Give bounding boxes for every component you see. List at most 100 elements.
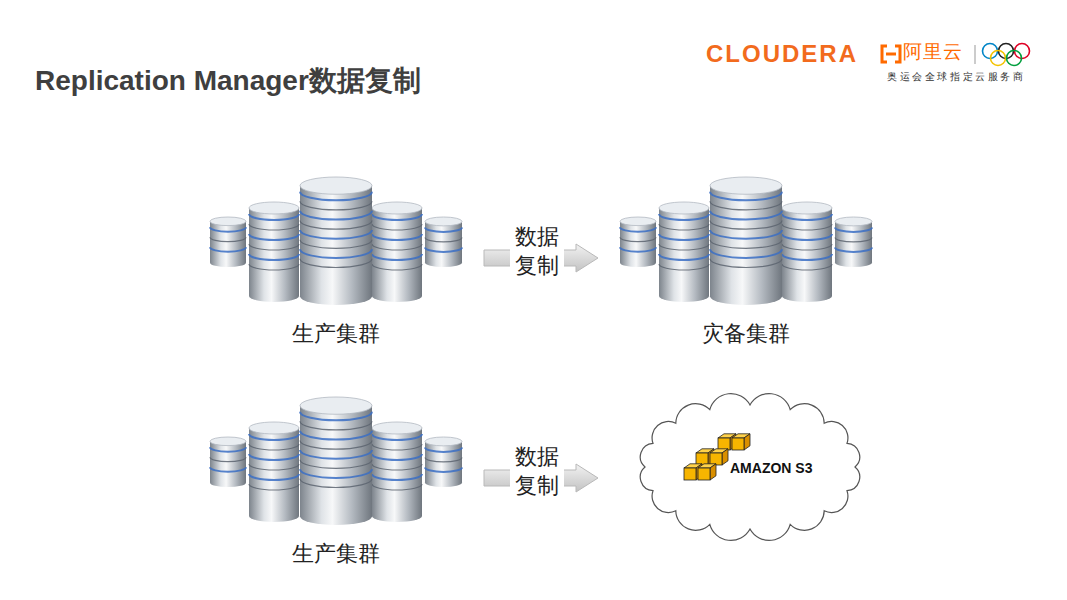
cylinder-stripe [300, 431, 372, 440]
cylinder-stripe [659, 244, 709, 250]
slide-title: Replication Manager数据复制 [35, 64, 421, 98]
server-cylinder [372, 202, 422, 302]
server-cylinder [620, 217, 656, 267]
cylinder-stripe [372, 434, 422, 440]
cylinder-stripe [620, 227, 656, 231]
cylinder-body [300, 186, 372, 297]
cylinder-stripe [710, 249, 782, 258]
cylinder-stripe [249, 224, 299, 230]
cylinder-stripe [249, 434, 299, 440]
cylinder-stripe [300, 259, 372, 268]
cylinder-stripe [249, 264, 299, 270]
cylinder-top [620, 217, 656, 226]
cylinder-body [782, 208, 832, 296]
tagline: 奥运会全球指定云服务商 [887, 71, 1026, 83]
cylinder-stripe [372, 214, 422, 220]
cylinder-body [710, 186, 782, 297]
cylinder-stripe [249, 444, 299, 450]
cylinder-stripe [300, 201, 372, 210]
cylinder-stripe [710, 211, 782, 220]
cylinder-stripe [782, 224, 832, 230]
brand-logo: CLOUDERA [706, 40, 858, 69]
cylinder-top [210, 437, 246, 446]
cloud-outline [640, 394, 859, 541]
server-cylinder [710, 177, 782, 305]
cylinder-stripe [372, 464, 422, 470]
cylinder-stripe [782, 264, 832, 270]
logo-text: AMAZON S3 [730, 460, 812, 477]
server-cylinder [659, 202, 709, 302]
server-cylinder [300, 397, 372, 525]
cylinder-stripe [249, 244, 299, 250]
cylinder-stripe [210, 227, 246, 231]
cylinder-stripe [659, 234, 709, 240]
node-text-holder: 灾备集群 [617, 321, 875, 347]
server-cylinder [425, 437, 462, 487]
server-cluster: 生产集群 [205, 385, 480, 580]
cylinder-stripe [782, 214, 832, 220]
server-cluster-art [210, 397, 462, 525]
cylinder-stripe [210, 467, 246, 471]
cylinder-stripe [300, 240, 372, 249]
cube-front [710, 453, 722, 465]
server-cylinder [210, 217, 246, 267]
server-cylinder [372, 422, 422, 522]
server-cluster: 生产集群 [205, 165, 480, 360]
node-text-holder: 生产集群 [207, 541, 465, 567]
cylinder-stripe [710, 230, 782, 239]
cube-front [732, 438, 744, 450]
label-holder: 阿里云 [903, 41, 963, 64]
cylinder-stripe [835, 247, 872, 251]
server-cluster-art [210, 177, 462, 305]
cylinder-stripe [710, 220, 782, 229]
cylinder-body [249, 208, 299, 296]
cylinder-stripe [372, 474, 422, 480]
cube-front [684, 468, 696, 480]
server-cylinder [210, 437, 246, 487]
server-cylinder [300, 177, 372, 305]
cylinder-stripe [249, 234, 299, 240]
cylinder-stripe [710, 259, 782, 268]
cylinder-stripe [659, 214, 709, 220]
cylinder-stripe [300, 211, 372, 220]
server-cluster-art [620, 177, 872, 305]
cylinder-stripe [425, 467, 462, 471]
cylinder-top [210, 217, 246, 226]
cylinder-stripe [425, 227, 462, 231]
cylinder-top [710, 177, 782, 194]
cylinder-body [210, 221, 246, 262]
cube-side [722, 449, 728, 465]
cylinder-stripe [372, 264, 422, 270]
cylinder-stripe [249, 474, 299, 480]
node-label: 生产集群 [207, 541, 465, 567]
cylinder-stripe [782, 254, 832, 260]
cylinder-stripe [425, 447, 462, 451]
edge-label: 数据 复制 [510, 223, 564, 280]
server-cluster: 灾备集群 [600, 165, 881, 360]
node-text-holder: AMAZON S3 [730, 460, 812, 477]
edge-label-holder: 数据 复制 [510, 443, 564, 500]
title-holder: Replication Manager数据复制 [35, 64, 421, 98]
cylinder-stripe [425, 237, 462, 241]
cylinder-body [372, 428, 422, 516]
cylinder-stripe [300, 220, 372, 229]
cylinder-stripe [300, 460, 372, 469]
cylinder-top [835, 217, 872, 226]
cylinder-stripe [782, 234, 832, 240]
cylinder-stripe [300, 440, 372, 449]
node-text-holder: 生产集群 [207, 321, 465, 347]
edge-label-holder: 数据 复制 [510, 223, 564, 280]
s3-cube [698, 464, 716, 480]
cylinder-stripe [372, 484, 422, 490]
ring [1007, 51, 1022, 66]
server-cylinder [835, 217, 872, 267]
cylinder-body [620, 221, 656, 262]
cylinder-top [782, 202, 832, 214]
cylinder-body [425, 221, 462, 262]
cylinder-stripe [249, 484, 299, 490]
cylinder-stripe [620, 247, 656, 251]
cloud-storage: AMAZON S3 [600, 390, 872, 545]
aliyun-icon [882, 46, 900, 62]
cube-front [696, 453, 708, 465]
